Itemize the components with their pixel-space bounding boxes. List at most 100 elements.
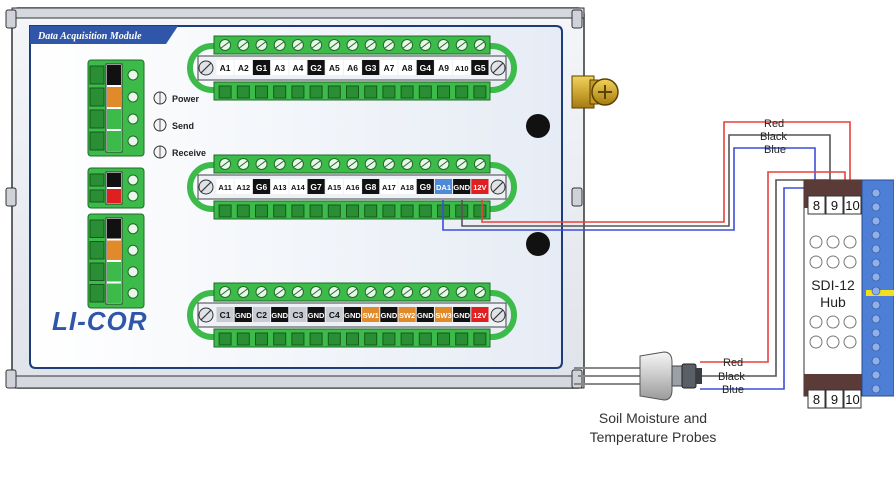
side-connector-screw-icon[interactable] — [127, 135, 139, 147]
terminal-screw-slot — [293, 160, 303, 168]
terminal-screw-slot — [220, 288, 230, 296]
rail-hole-icon — [871, 188, 881, 198]
terminal-clip — [418, 85, 432, 99]
hub-terminal-cell[interactable] — [825, 195, 844, 215]
probe-wire-label-black: Black — [718, 371, 745, 383]
soil-probe: Soil Moisture and Temperature Probes — [574, 351, 716, 445]
hub-hole-icon — [843, 315, 857, 329]
terminal-screw-slot — [348, 41, 357, 49]
terminal-label-cell — [362, 307, 380, 322]
terminal-label-cell — [252, 179, 271, 194]
side-connector-screw-icon[interactable] — [127, 190, 139, 202]
terminal-screw-slot — [239, 160, 248, 168]
terminal-label: A9 — [438, 63, 449, 73]
side-connector-clip — [89, 173, 105, 187]
rail-hole-icon — [871, 286, 881, 296]
side-connector-clip — [89, 262, 105, 281]
hub-title-line2: Hub — [820, 294, 846, 310]
hub-hole-icon — [826, 235, 840, 249]
terminal-screw-slot — [366, 288, 376, 296]
terminal-label-cell — [434, 307, 453, 322]
terminal-screw-slot — [384, 41, 394, 49]
side-connector-screw-icon[interactable] — [127, 287, 139, 299]
terminal-screw-slot — [311, 288, 321, 296]
terminal-screw-slot — [475, 160, 485, 168]
side-connector-screw-icon[interactable] — [127, 223, 139, 235]
terminal-label: SW1 — [363, 311, 379, 320]
side-connector-pin-label — [107, 87, 121, 107]
terminal-clip — [346, 204, 359, 218]
side-connector-pin-label — [107, 283, 121, 303]
mount-hole-lower — [526, 232, 550, 256]
terminal-label: C1 — [220, 310, 231, 320]
terminal-label: A12 — [236, 183, 250, 192]
terminal-clip — [418, 332, 432, 346]
terminal-label: GND — [308, 311, 325, 320]
terminal-clip — [364, 332, 378, 346]
screw-left-top — [5, 9, 17, 29]
hub-hole-icon — [843, 255, 857, 269]
terminal-clip — [400, 332, 414, 346]
hub-terminal-cell[interactable] — [807, 389, 826, 409]
terminal-label: A4 — [292, 63, 303, 73]
terminal-clip — [273, 332, 287, 346]
rail-hole-icon — [871, 328, 881, 338]
side-connector-screw-icon[interactable] — [127, 69, 139, 81]
terminal-clip — [309, 85, 323, 99]
hub-hole-icon — [843, 235, 857, 249]
module-title-tab — [30, 26, 178, 44]
terminal-screw-slot — [348, 288, 357, 296]
rail-hole-icon — [871, 216, 881, 226]
terminal-label: G6 — [256, 182, 268, 192]
side-connector-3 — [87, 213, 145, 309]
terminal-clip — [255, 204, 268, 218]
side-connector-screw-icon[interactable] — [127, 113, 139, 125]
terminal-label: A17 — [382, 183, 396, 192]
terminal-label-cell — [216, 60, 234, 75]
side-connector-screw-icon[interactable] — [127, 266, 139, 278]
terminal-clip — [455, 85, 469, 99]
side-connector-screw-icon[interactable] — [127, 244, 139, 256]
terminal-label: G9 — [420, 182, 432, 192]
end-screw-slot — [492, 62, 504, 74]
end-screw-slot — [200, 309, 212, 321]
probe-grip — [681, 363, 697, 389]
side-connector-screw-icon[interactable] — [127, 174, 139, 186]
side-connector-pin-label — [107, 240, 121, 260]
terminal-label-cell — [252, 307, 271, 322]
terminal-label-cell — [234, 179, 252, 194]
terminal-label-cell — [289, 179, 307, 194]
terminal-label-cell — [471, 179, 489, 194]
hub-terminal-cell[interactable] — [843, 195, 862, 215]
hub-terminal-cell[interactable] — [807, 195, 826, 215]
terminal-label-cell — [380, 60, 398, 75]
terminal-label-cell — [307, 60, 325, 75]
terminal-label: A2 — [238, 63, 249, 73]
terminal-screw-slot — [420, 160, 430, 168]
licor-logo: LI-COR — [52, 306, 148, 336]
probe-wire-label-red: Red — [723, 357, 743, 369]
side-connector-clip — [89, 109, 105, 129]
hub-terminal-cell[interactable] — [843, 389, 862, 409]
rail-hole-icon — [871, 244, 881, 254]
terminal-clip — [327, 85, 341, 99]
hub-hole-icon — [826, 335, 840, 349]
terminal-screw-slot — [402, 288, 412, 296]
terminal-label-cell — [325, 179, 343, 194]
side-connector-pin-label — [107, 173, 121, 187]
led-receive: Receive — [153, 145, 206, 159]
terminal-screw-slot — [457, 41, 467, 49]
hub-terminal-label: 10 — [845, 392, 859, 407]
terminal-label: C2 — [256, 310, 267, 320]
side-connector-clip — [89, 189, 105, 203]
hub-terminal-cell[interactable] — [825, 389, 844, 409]
side-connector-pin-label — [107, 262, 121, 282]
terminal-label-cell — [362, 179, 380, 194]
terminal-clip — [473, 85, 487, 99]
side-connector-clip — [89, 219, 105, 238]
side-connector-screw-icon[interactable] — [127, 91, 139, 103]
terminal-clip — [291, 332, 305, 346]
probe-wire-label-blue: Blue — [722, 384, 744, 396]
